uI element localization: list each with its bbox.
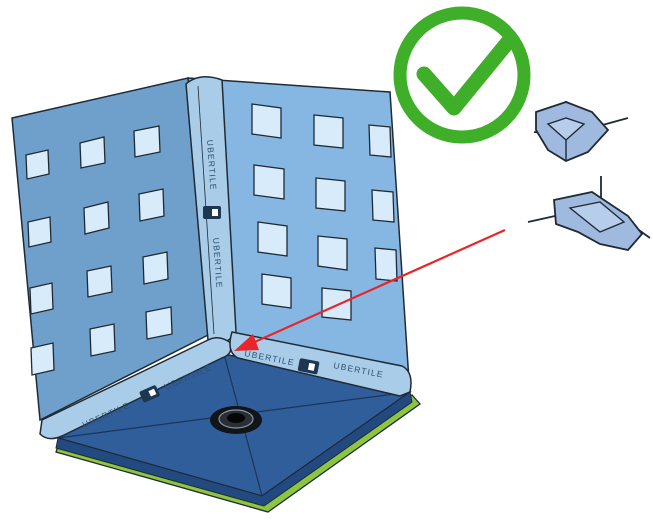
- inside-corner-piece-icon: [534, 101, 628, 161]
- checkmark-circle-icon: [400, 13, 524, 137]
- outside-corner-piece-icon: [528, 176, 650, 250]
- drain-icon: [210, 406, 262, 434]
- vertical-tape-logo: [203, 206, 221, 219]
